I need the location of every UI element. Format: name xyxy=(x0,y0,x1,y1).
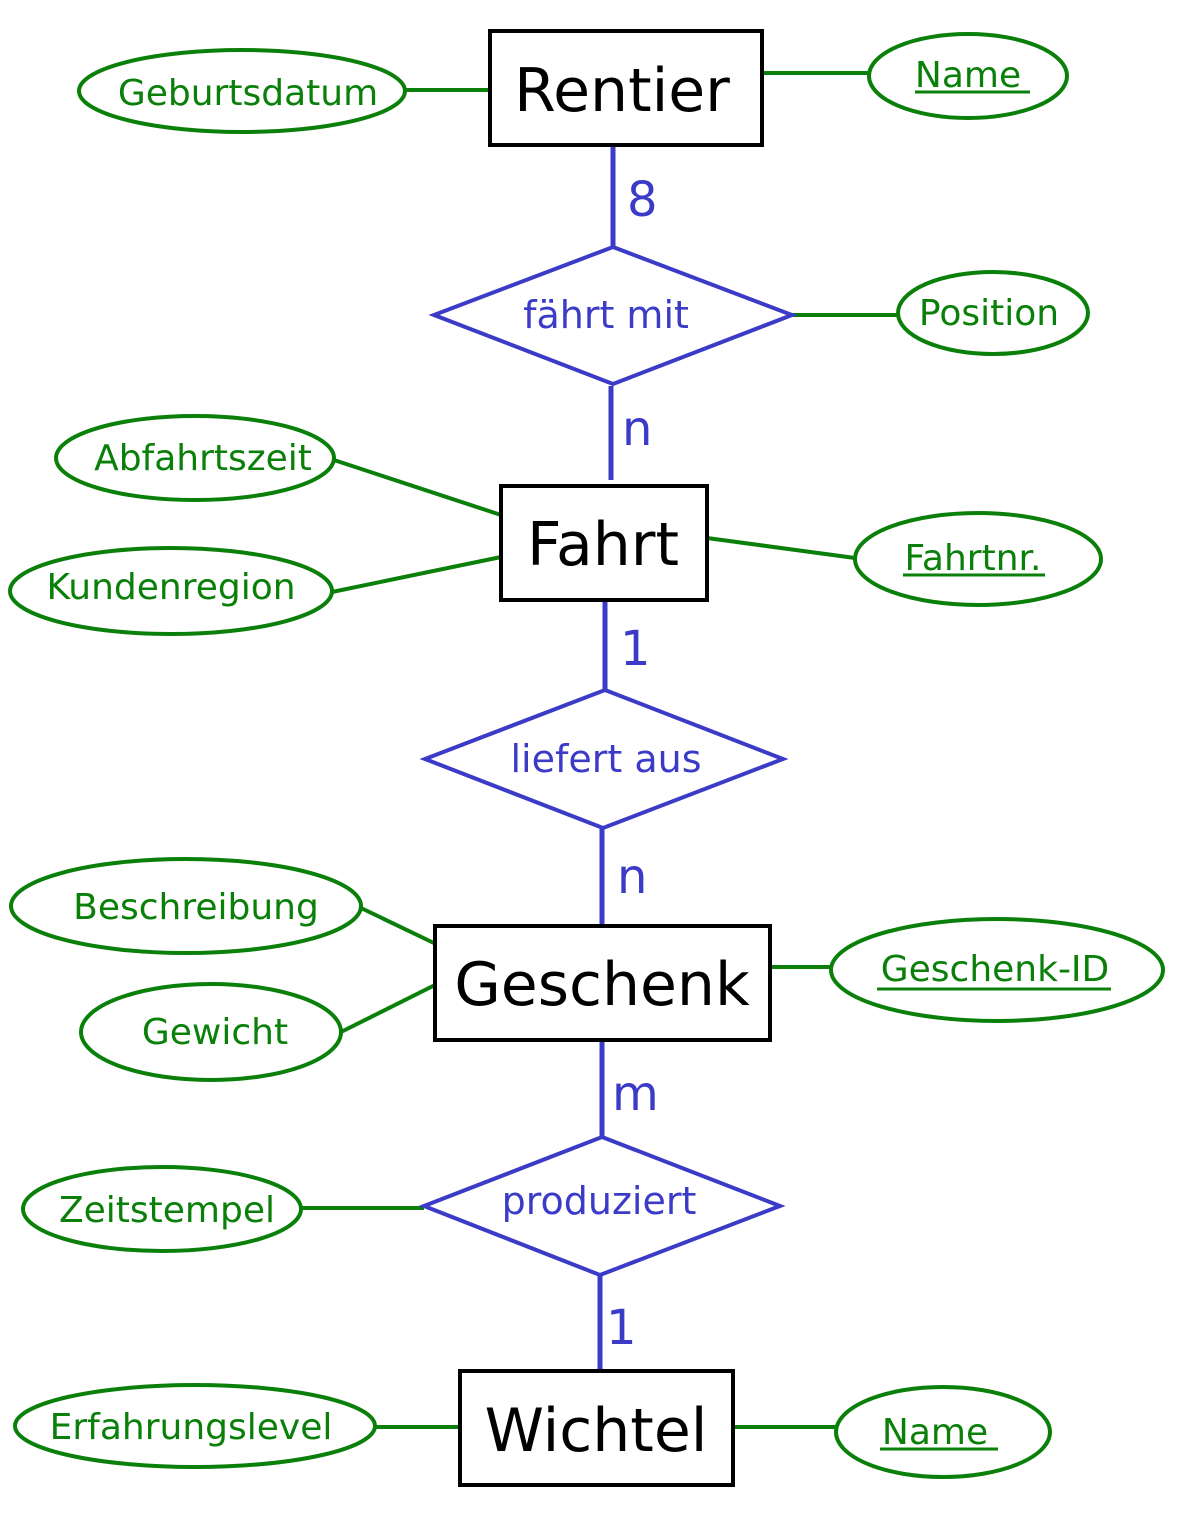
relationship-lines xyxy=(597,145,616,1370)
attribute-rentier-name-label: Name xyxy=(915,55,1021,96)
attribute-lines xyxy=(301,71,898,1429)
attribute-gewicht-label: Gewicht xyxy=(142,1012,288,1053)
cardinality-rentier: 8 xyxy=(627,172,658,228)
attribute-geburtsdatum-label: Geburtsdatum xyxy=(118,73,378,114)
entity-wichtel-label: Wichtel xyxy=(485,1396,708,1466)
relationship-faehrt-mit-diamond xyxy=(428,244,798,387)
entity-geschenk-label: Geschenk xyxy=(454,950,750,1020)
relationship-liefert-aus: liefert aus xyxy=(419,687,789,831)
attribute-kundenregion-ellipse xyxy=(8,546,334,636)
attribute-beschreibung-ellipse xyxy=(9,857,363,955)
attribute-zeitstempel-ellipse xyxy=(21,1165,303,1253)
attribute-kundenregion: Kundenregion xyxy=(8,546,334,636)
cardinality-wichtel: 1 xyxy=(606,1300,637,1356)
attribute-erfahrungslevel: Erfahrungslevel xyxy=(13,1383,377,1469)
line-abfahrtszeit xyxy=(333,458,502,517)
attribute-position: Position xyxy=(896,270,1090,356)
attribute-erfahrungslevel-label: Erfahrungslevel xyxy=(50,1407,333,1448)
cardinalities: 8 n 1 n m 1 xyxy=(606,172,659,1356)
entity-fahrt-label: Fahrt xyxy=(527,510,679,580)
line-kundenregion xyxy=(331,555,502,594)
attribute-zeitstempel: Zeitstempel xyxy=(21,1165,303,1253)
attribute-abfahrtszeit-label: Abfahrtszeit xyxy=(94,438,312,479)
attribute-geschenk-id-label: Geschenk-ID xyxy=(881,949,1110,990)
attribute-beschreibung-label: Beschreibung xyxy=(73,887,319,928)
entity-wichtel: Wichtel xyxy=(458,1369,735,1487)
attribute-fahrtnr-ellipse xyxy=(853,511,1103,607)
line-gewicht xyxy=(340,983,436,1034)
attribute-gewicht-ellipse xyxy=(79,982,343,1082)
line-fahrtnr xyxy=(706,536,856,560)
entity-wichtel-box xyxy=(458,1369,735,1487)
attribute-geschenk-id-ellipse xyxy=(829,917,1165,1023)
line-beschreibung xyxy=(360,906,439,947)
attribute-rentier-name-ellipse xyxy=(867,32,1069,120)
entity-fahrt: Fahrt xyxy=(499,484,709,602)
entity-rentier-label: Rentier xyxy=(514,56,730,126)
relationship-produziert-diamond xyxy=(418,1134,786,1278)
attribute-abfahrtszeit: Abfahrtszeit xyxy=(54,414,336,502)
attribute-erfahrungslevel-ellipse xyxy=(13,1383,377,1469)
entity-geschenk: Geschenk xyxy=(433,924,772,1042)
attribute-rentier-name: Name xyxy=(867,32,1069,120)
relationship-produziert-label: produziert xyxy=(502,1179,697,1223)
attribute-gewicht: Gewicht xyxy=(79,982,343,1082)
relationship-liefert-aus-label: liefert aus xyxy=(510,737,701,781)
entity-geschenk-box xyxy=(433,924,772,1042)
attribute-kundenregion-label: Kundenregion xyxy=(46,567,295,608)
attribute-fahrtnr-label: Fahrtnr. xyxy=(905,538,1042,579)
entity-fahrt-box xyxy=(499,484,709,602)
relationship-liefert-aus-diamond xyxy=(419,687,789,831)
attribute-zeitstempel-label: Zeitstempel xyxy=(59,1190,275,1231)
attribute-wichtel-name: Name xyxy=(834,1385,1052,1479)
attribute-position-ellipse xyxy=(896,270,1090,356)
entity-rentier-box xyxy=(488,29,764,147)
relationship-produziert: produziert xyxy=(418,1134,786,1278)
attribute-beschreibung: Beschreibung xyxy=(9,857,363,955)
attribute-fahrtnr: Fahrtnr. xyxy=(853,511,1103,607)
attribute-abfahrtszeit-ellipse xyxy=(54,414,336,502)
attribute-geschenk-id: Geschenk-ID xyxy=(829,917,1165,1023)
cardinality-geschenk-bottom: m xyxy=(612,1066,659,1122)
attribute-geburtsdatum-ellipse xyxy=(77,48,407,134)
cardinality-geschenk-top: n xyxy=(617,849,647,905)
attribute-geburtsdatum: Geburtsdatum xyxy=(77,48,407,134)
entity-rentier: Rentier xyxy=(488,29,764,147)
relationship-faehrt-mit: fährt mit xyxy=(428,244,798,387)
relationship-faehrt-mit-label: fährt mit xyxy=(523,293,689,337)
cardinality-fahrt-bottom: 1 xyxy=(620,621,651,677)
attribute-wichtel-name-ellipse xyxy=(834,1385,1052,1479)
cardinality-fahrt-top: n xyxy=(622,401,652,457)
attribute-wichtel-name-label: Name xyxy=(882,1412,988,1453)
attribute-position-label: Position xyxy=(919,293,1059,334)
